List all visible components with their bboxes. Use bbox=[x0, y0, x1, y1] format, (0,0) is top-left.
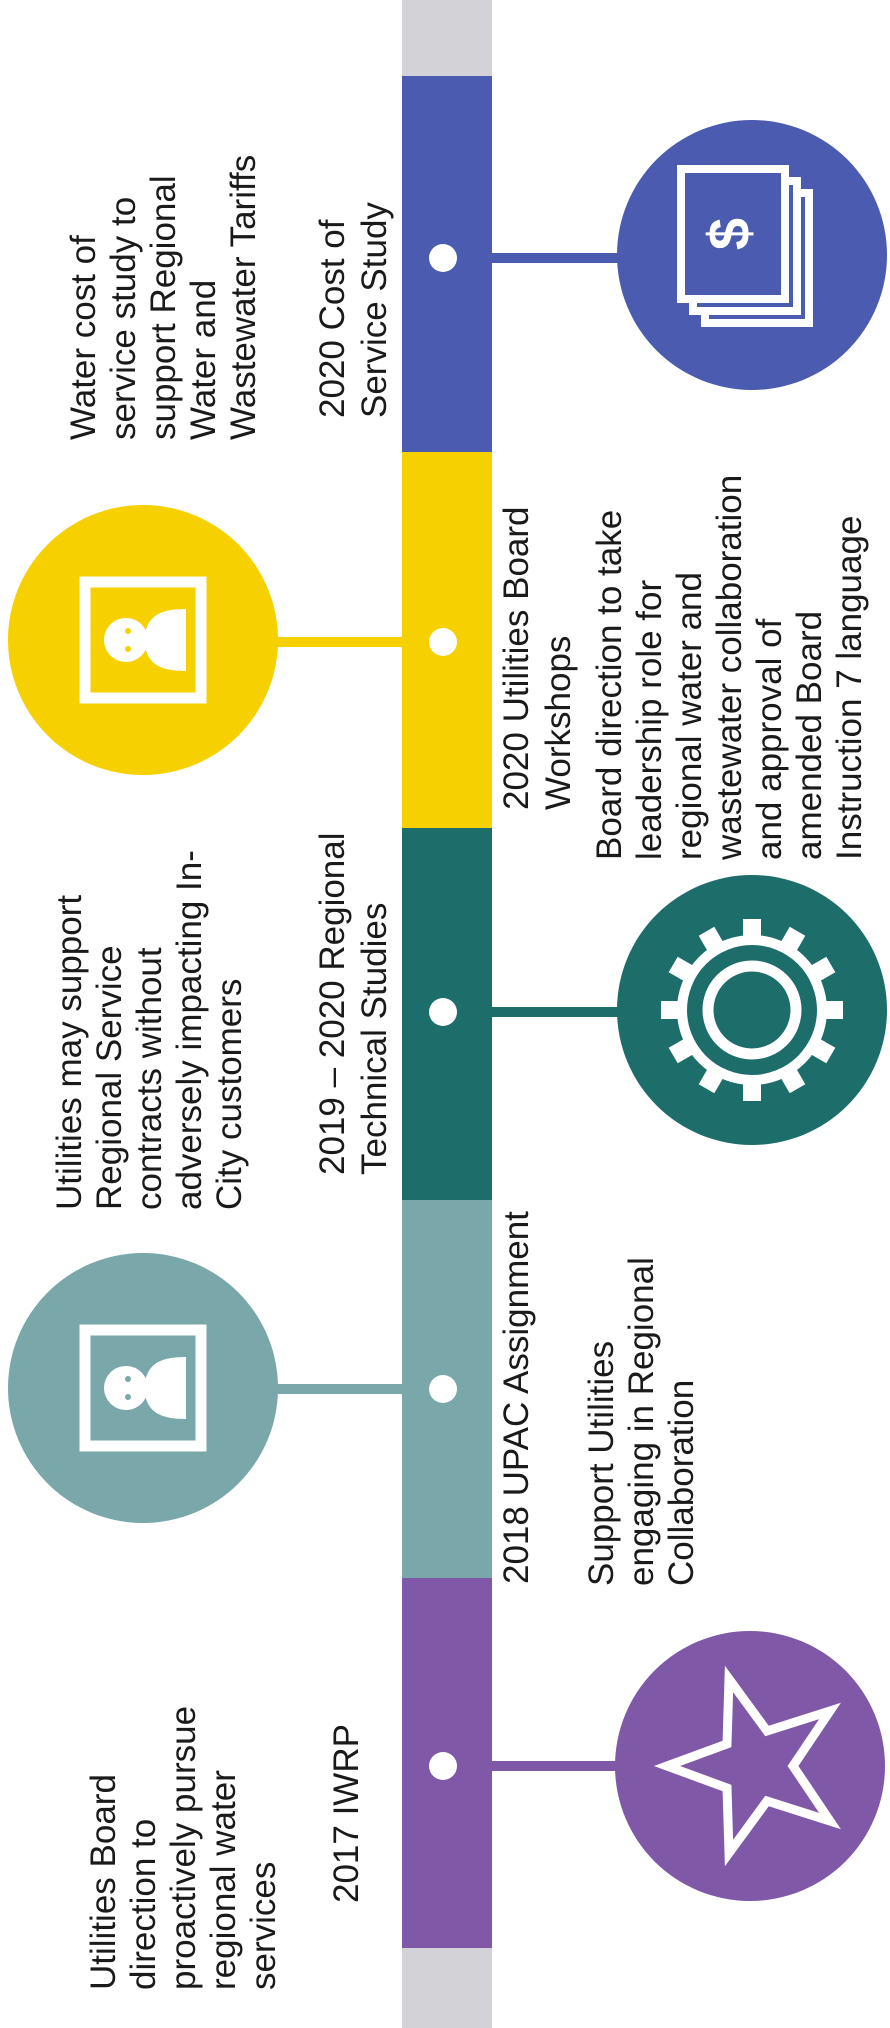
milestone-title-2020-cost-study: 2020 Cost of Service Study bbox=[313, 202, 394, 418]
milestone-title-2017: 2017 IWRP bbox=[327, 1724, 366, 1903]
connector-2019 bbox=[442, 1007, 632, 1017]
connector-2018 bbox=[270, 1384, 445, 1394]
milestone-circle-2019 bbox=[617, 875, 887, 1145]
milestone-title-2019: 2019 – 2020 Regional Technical Studies bbox=[313, 832, 394, 1175]
milestone-title-2018: 2018 UPAC Assignment bbox=[497, 1211, 536, 1584]
milestone-circle-2017 bbox=[615, 1631, 885, 1901]
gear-icon bbox=[661, 919, 843, 1101]
timeline-cap-bottom bbox=[402, 1948, 492, 2028]
milestone-description-2017: Utilities Board direction to proactively… bbox=[84, 1705, 283, 1990]
milestone-description-2020-workshops: Board direction to take leadership role … bbox=[590, 474, 869, 860]
person-portrait-icon bbox=[79, 1324, 207, 1452]
connector-2017 bbox=[442, 1761, 642, 1771]
svg-text:$: $ bbox=[697, 218, 762, 250]
dollar-bills-icon: $ bbox=[677, 165, 813, 327]
milestone-circle-2020-cost-study: $ bbox=[617, 120, 887, 390]
milestone-title-2020-workshops: 2020 Utilities Board Workshops bbox=[497, 506, 578, 811]
milestone-dot-2018 bbox=[429, 1375, 457, 1403]
milestone-dot-2020-workshops bbox=[429, 628, 457, 656]
milestone-circle-2020-workshops bbox=[8, 505, 278, 775]
milestone-circle-2018 bbox=[8, 1253, 278, 1523]
milestone-dot-2019 bbox=[429, 998, 457, 1026]
milestone-dot-2017 bbox=[429, 1752, 457, 1780]
milestone-dot-2020-cost-study bbox=[429, 244, 457, 272]
star-icon bbox=[653, 1665, 841, 1867]
milestone-description-2019: Utilities may support Regional Service c… bbox=[50, 850, 249, 1210]
timeline-cap-top bbox=[402, 0, 492, 76]
milestone-description-2018: Support Utilities engaging in Regional C… bbox=[582, 1257, 701, 1586]
connector-2020-workshops bbox=[270, 637, 445, 647]
person-portrait-icon bbox=[79, 576, 207, 704]
connector-2020-cost-study bbox=[442, 253, 632, 263]
milestone-description-2020-cost-study: Water cost of service study to support R… bbox=[64, 154, 263, 440]
